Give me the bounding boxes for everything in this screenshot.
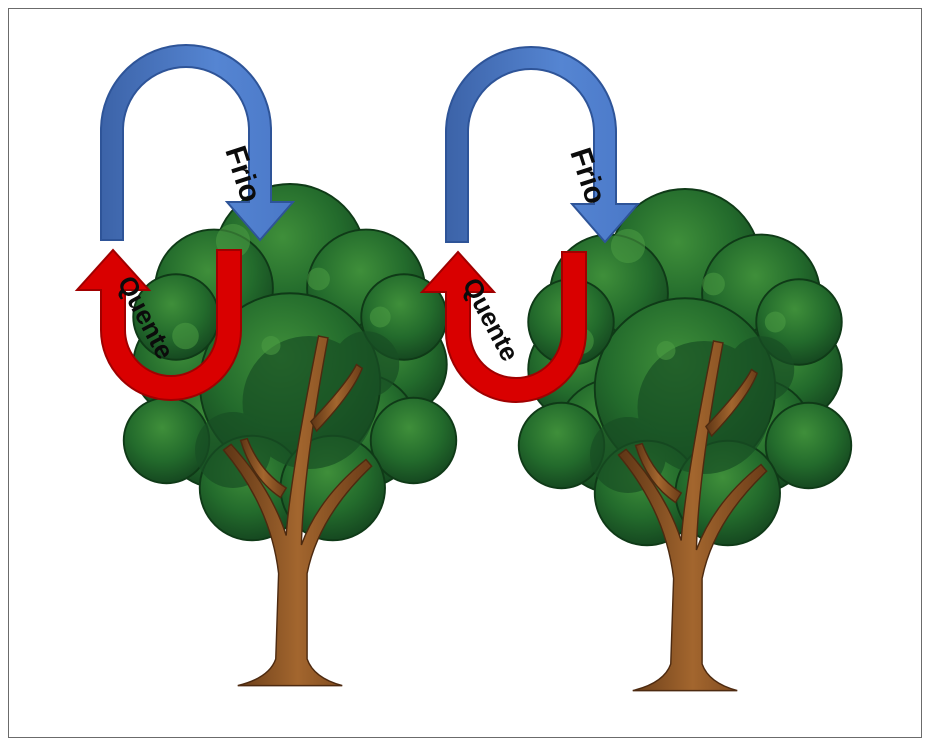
panel-right: Frio Quente: [422, 47, 851, 691]
cold-air-arrow-icon: Frio: [101, 45, 293, 240]
tree-icon: [124, 184, 457, 686]
cold-air-arrow-icon: Frio: [446, 47, 638, 242]
panel-left: Frio Quente: [77, 45, 456, 686]
hot-air-arrow-icon: Quente: [422, 252, 586, 402]
